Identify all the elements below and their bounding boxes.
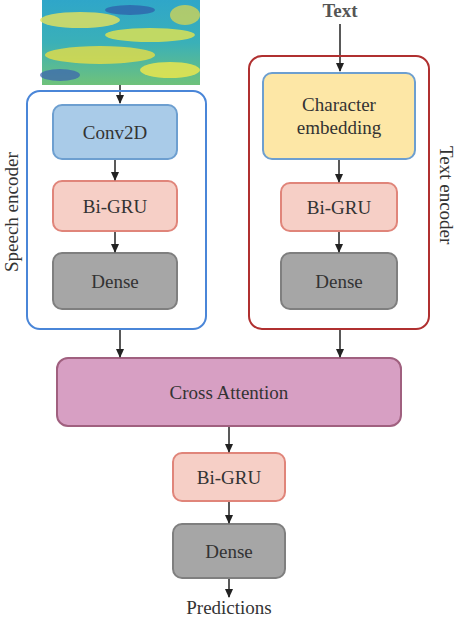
box-label: Dense (199, 540, 258, 563)
input-arrow (339, 24, 341, 71)
dense-box: Dense (172, 523, 286, 579)
box-label: Dense (85, 270, 144, 293)
flow-arrow (338, 160, 340, 182)
flow-arrow (114, 160, 116, 180)
flow-arrow (338, 232, 340, 252)
dense-box: Dense (280, 252, 398, 310)
input-arrow (119, 85, 121, 103)
group-label: Text encoder (435, 146, 457, 244)
flow-arrow (119, 330, 121, 357)
box-label: Bi-GRU (77, 195, 153, 218)
gru-box: Bi-GRU (172, 452, 286, 502)
gru-box: Bi-GRU (280, 182, 398, 232)
output-arrow (228, 579, 230, 597)
flow-arrow (114, 232, 116, 252)
spectrogram-image (40, 0, 200, 85)
box-label: Bi-GRU (191, 466, 267, 489)
box-label: Dense (309, 270, 368, 293)
dense-box: Dense (52, 252, 178, 310)
embedding-box: Character embedding (262, 72, 416, 160)
attention-box: Cross Attention (56, 357, 402, 427)
flow-arrow (228, 502, 230, 523)
gru-box: Bi-GRU (52, 180, 178, 232)
encoder-group: Speech encoderConv2DBi-GRUDense (26, 90, 207, 330)
box-label: Character embedding (264, 93, 414, 139)
group-label: Speech encoder (1, 152, 23, 272)
encoder-group: Text encoderCharacter embeddingBi-GRUDen… (248, 55, 430, 330)
box-label: Bi-GRU (301, 196, 377, 219)
output-label: Predictions (186, 597, 272, 619)
input-label: Text (322, 0, 357, 22)
box-label: Cross Attention (164, 381, 295, 404)
box-label: Conv2D (77, 121, 153, 144)
flow-arrow (228, 427, 230, 452)
flow-arrow (339, 330, 341, 357)
conv-box: Conv2D (52, 104, 178, 160)
